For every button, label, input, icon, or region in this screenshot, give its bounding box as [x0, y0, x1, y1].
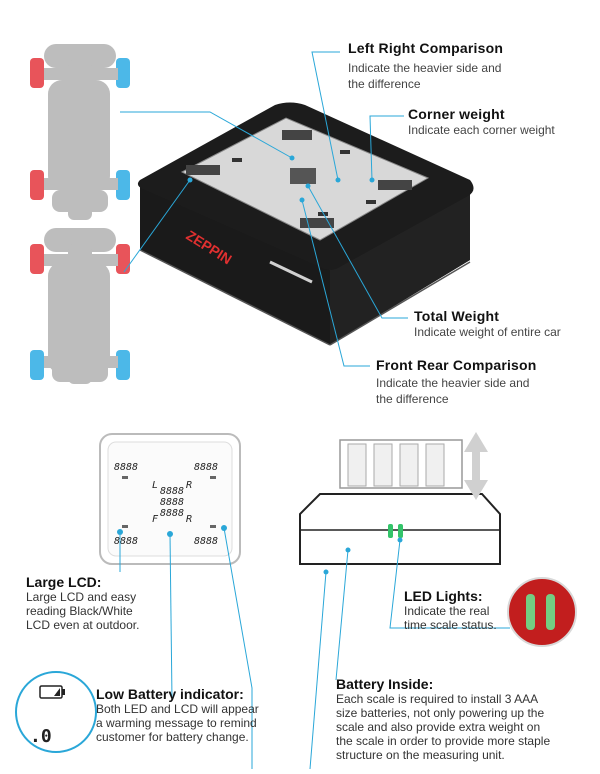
- callout-desc: the scale in order to provide more stapl…: [336, 734, 551, 748]
- large-lcd-illustration: 8888 8888 8888 8888 8888 8888 8888 L R F…: [99, 433, 241, 565]
- lcd-letter-left: L: [152, 480, 158, 491]
- callout-large-lcd: Large LCD: Large LCD and easy reading Bl…: [26, 574, 139, 632]
- callout-total-weight: Total Weight Indicate weight of entire c…: [414, 308, 561, 340]
- lcd-letter-rear: R: [186, 514, 192, 525]
- callout-title: LED Lights:: [404, 588, 483, 604]
- car-top-view-icon: [30, 44, 130, 220]
- scale-side-view: [299, 439, 501, 575]
- lcd-callout-lines: [119, 527, 253, 769]
- callout-lines: [120, 51, 408, 367]
- callout-desc: Large LCD and easy: [26, 590, 137, 604]
- callout-led-lights: LED Lights: Indicate the real time scale…: [404, 588, 497, 632]
- lcd-value-left-right: 8888: [160, 486, 184, 497]
- callout-desc: LCD even at outdoor.: [26, 618, 140, 632]
- callout-battery-inside: Battery Inside: Each scale is required t…: [336, 676, 550, 762]
- callout-desc: Indicate weight of entire car: [414, 325, 561, 339]
- svg-text:.0: .0: [30, 726, 52, 747]
- led-closeup-icon: [507, 577, 577, 647]
- callout-desc: Indicate the heavier side and: [348, 61, 502, 75]
- callout-title: Front Rear Comparison: [376, 357, 537, 373]
- lcd-letter-front: F: [152, 514, 159, 525]
- lcd-value-front-right: 8888: [194, 462, 218, 473]
- callout-left-right: Left Right Comparison Indicate the heavi…: [348, 40, 503, 92]
- callout-low-battery: Low Battery indicator: Both LED and LCD …: [96, 686, 259, 744]
- callout-title: Large LCD:: [26, 574, 102, 590]
- lcd-letter-right: R: [186, 480, 192, 491]
- callout-front-rear: Front Rear Comparison Indicate the heavi…: [376, 357, 537, 407]
- callout-dots: [187, 155, 375, 203]
- battery-icon: .0: [15, 671, 97, 753]
- car-top-view-icon: [30, 228, 130, 384]
- callout-title: Corner weight: [408, 106, 505, 122]
- callout-desc: customer for battery change.: [96, 730, 249, 744]
- lcd-value-total: 8888: [160, 497, 184, 508]
- callout-desc: Indicate the heavier side and: [376, 376, 530, 390]
- callout-desc: the difference: [348, 77, 421, 91]
- lcd-value-front-rear: 8888: [160, 508, 184, 519]
- up-down-arrow-icon: [464, 432, 488, 500]
- side-callout-lines: [309, 539, 510, 770]
- callout-desc: scale and also provide extra weight on: [336, 720, 541, 734]
- callout-desc: Both LED and LCD will appear: [96, 702, 259, 716]
- lcd-value-front-left: 8888: [114, 462, 138, 473]
- callout-title: Left Right Comparison: [348, 40, 504, 56]
- lcd-value-rear-right: 8888: [194, 536, 218, 547]
- callout-corner-weight: Corner weight Indicate each corner weigh…: [408, 106, 555, 138]
- callout-desc: size batteries, not only powering up the: [336, 706, 545, 720]
- callout-desc: time scale status.: [404, 618, 497, 632]
- callout-title: Low Battery indicator:: [96, 686, 244, 702]
- lcd-value-rear-left: 8888: [114, 536, 138, 547]
- callout-title: Total Weight: [414, 308, 500, 324]
- callout-desc: the difference: [376, 392, 449, 406]
- callout-desc: reading Black/White: [26, 604, 133, 618]
- callout-desc: structure on the measuring unit.: [336, 748, 505, 762]
- callout-desc: Indicate the real: [404, 604, 490, 618]
- callout-desc: Each scale is required to install 3 AAA: [336, 692, 539, 706]
- callout-desc: Indicate each corner weight: [408, 123, 555, 137]
- callout-title: Battery Inside:: [336, 676, 434, 692]
- callout-desc: a warming message to remind: [96, 716, 257, 730]
